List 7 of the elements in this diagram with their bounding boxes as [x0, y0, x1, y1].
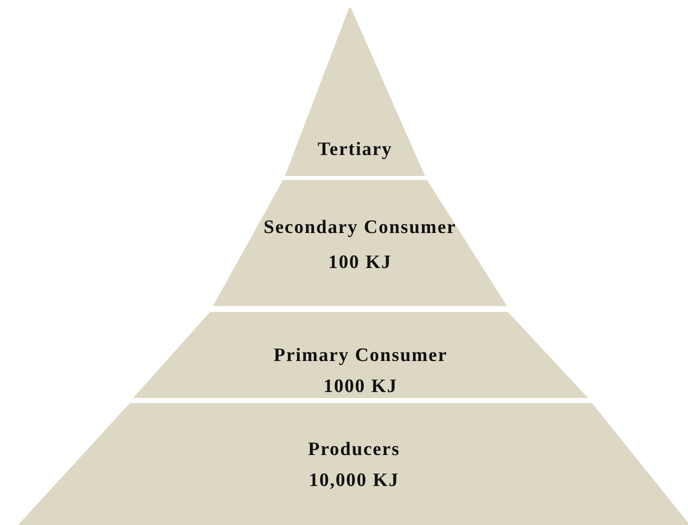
tier-heading: Producers [308, 438, 400, 462]
tier-heading: Primary Consumer [274, 344, 448, 368]
energy-value: 10,000 KJ [308, 469, 400, 493]
energy-value: 100 KJ [328, 251, 392, 275]
energy-value: 1000 KJ [323, 375, 398, 399]
tier-heading: Tertiary [318, 138, 392, 162]
tier-heading: Secondary Consumer [264, 216, 456, 240]
